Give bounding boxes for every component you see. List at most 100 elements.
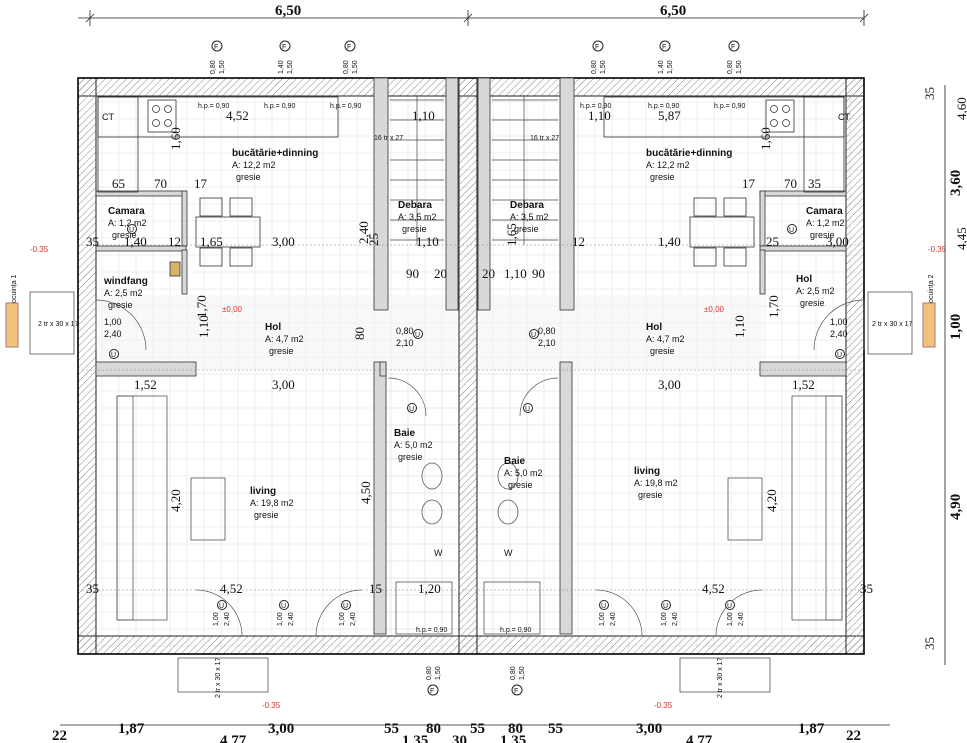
door-width: 0,80 [538, 326, 556, 336]
camara-right-floor: gresie [810, 230, 835, 240]
door-height: 2,40 [224, 612, 231, 626]
dim-right: 1,60 [758, 127, 773, 150]
bottom-dim: 1,87 [798, 721, 825, 737]
right-dim-cut: 4,45 [954, 227, 967, 250]
door-width: 1,00 [599, 612, 606, 626]
window-code: F [214, 44, 218, 51]
window-tag-circle [659, 40, 671, 52]
dim-right: 1,10 [588, 108, 611, 123]
windfang-left-area: A: 2,5 m2 [104, 288, 143, 298]
dim-right: 25 [766, 234, 779, 249]
step-label-left: 2 tr x 30 x 17 [38, 321, 79, 328]
entrance-markers [5, 291, 936, 693]
stairs-label: 16 tr x 27 [530, 135, 559, 142]
baie-right-area: A: 5,0 m2 [504, 468, 543, 478]
dim-right: 1,10 [732, 315, 747, 338]
dim-left: 4,20 [168, 489, 183, 512]
door-code-circle [523, 403, 533, 413]
hol-small-right-name: Hol [796, 274, 812, 285]
bottom-dim: 3,00 [636, 721, 662, 737]
door-code-circle [725, 600, 735, 610]
window-width: 0,80 [510, 666, 517, 680]
baie-left-floor: gresie [398, 452, 423, 462]
top-dimension-line [78, 10, 869, 26]
door-width: 1,00 [727, 612, 734, 626]
bottom-dim: 55 [384, 721, 399, 737]
bottom-dim: 22 [846, 728, 861, 743]
bottom-dim: 55 [548, 721, 563, 737]
sill-height: h.p.= 0,90 [714, 103, 745, 110]
window-width: 0,80 [210, 60, 217, 74]
window-tag-circle [211, 40, 223, 52]
dim-left: 4,50 [358, 481, 373, 504]
door-code: U [129, 227, 134, 234]
door-height: 2,10 [396, 338, 414, 348]
dim-right: 90 [532, 266, 545, 281]
top-dim-right: 6,50 [660, 3, 686, 19]
door-code: U [281, 603, 286, 610]
ct-label: CT [102, 112, 114, 122]
dim-left: 1,70 [194, 295, 209, 318]
windfang-left-name: windfang [103, 276, 148, 287]
level-zero: ±0,00 [704, 305, 725, 314]
hall-band [98, 295, 763, 370]
door-code-circle [413, 329, 423, 339]
dim-right: 1,65 [504, 223, 519, 246]
camara-left-floor: gresie [112, 230, 137, 240]
dim-left: 1,10 [196, 315, 211, 338]
bottom-dim: 55 [470, 721, 485, 737]
dim-right: 20 [482, 266, 495, 281]
right-dim-2: 1,00 [948, 314, 964, 340]
step-label-right: 2 tr x 30 x 17 [872, 321, 913, 328]
kitchen-left-floor: gresie [236, 172, 261, 182]
hol-right-name: Hol [646, 322, 662, 333]
window-height: 1,50 [600, 60, 607, 74]
living-furniture [116, 395, 843, 621]
kitchen-right-area: A: 12,2 m2 [646, 160, 690, 170]
window-tag-circle [279, 40, 291, 52]
door-width: 1,00 [277, 612, 284, 626]
window-width: 1,40 [278, 60, 285, 74]
level-minus: -0.35 [928, 245, 947, 254]
dim-left: 4,52 [220, 581, 243, 596]
door-height: 2,40 [610, 612, 617, 626]
right-dim-1: 3,60 [948, 170, 964, 196]
window-height: 1,50 [519, 666, 526, 680]
window-width: 0,80 [343, 60, 350, 74]
door-height: 2,40 [288, 612, 295, 626]
dim-left: 65 [112, 176, 125, 191]
dim-left: 17 [194, 176, 208, 191]
hol-small-right-area: A: 2,5 m2 [796, 286, 835, 296]
dim-left: 1,65 [200, 234, 223, 249]
door-width: 1,00 [339, 612, 346, 626]
window-tag-circle [728, 40, 740, 52]
sill-height: h.p.= 0,90 [264, 103, 295, 110]
step-label-bottom-left: 2 tr x 30 x 17 [215, 657, 222, 698]
bottom-dim: 30 [452, 733, 467, 743]
bottom-dim: 1,87 [118, 721, 145, 737]
dim-left: 80 [352, 327, 367, 340]
right-dim-cut: 35 [922, 87, 937, 100]
dim-right: 35 [808, 176, 821, 191]
window-tag-circle [592, 40, 604, 52]
window-height: 1,50 [435, 666, 442, 680]
baie-right-floor: gresie [508, 480, 533, 490]
dim-right: 3,00 [826, 234, 849, 249]
living-right-area: A: 19,8 m2 [634, 478, 678, 488]
bottom-dim: 22 [52, 728, 67, 743]
dim-left: 1,60 [168, 127, 183, 150]
door-code: U [219, 603, 224, 610]
camara-right-area: A: 1,2 m2 [806, 218, 845, 228]
interior-walls [95, 77, 847, 635]
window-height: 1,50 [736, 60, 743, 74]
window-code: F [731, 44, 735, 51]
door-swings [95, 299, 865, 637]
kitchen-right [603, 96, 845, 267]
window-width: 0,80 [727, 60, 734, 74]
door-width: 1,00 [830, 317, 848, 327]
sill-height: h.p.= 0,90 [198, 103, 229, 110]
hol-left-area: A: 4,7 m2 [265, 334, 304, 344]
dim-right: 17 [742, 176, 756, 191]
sill-height: h.p.= 0,90 [416, 627, 447, 634]
